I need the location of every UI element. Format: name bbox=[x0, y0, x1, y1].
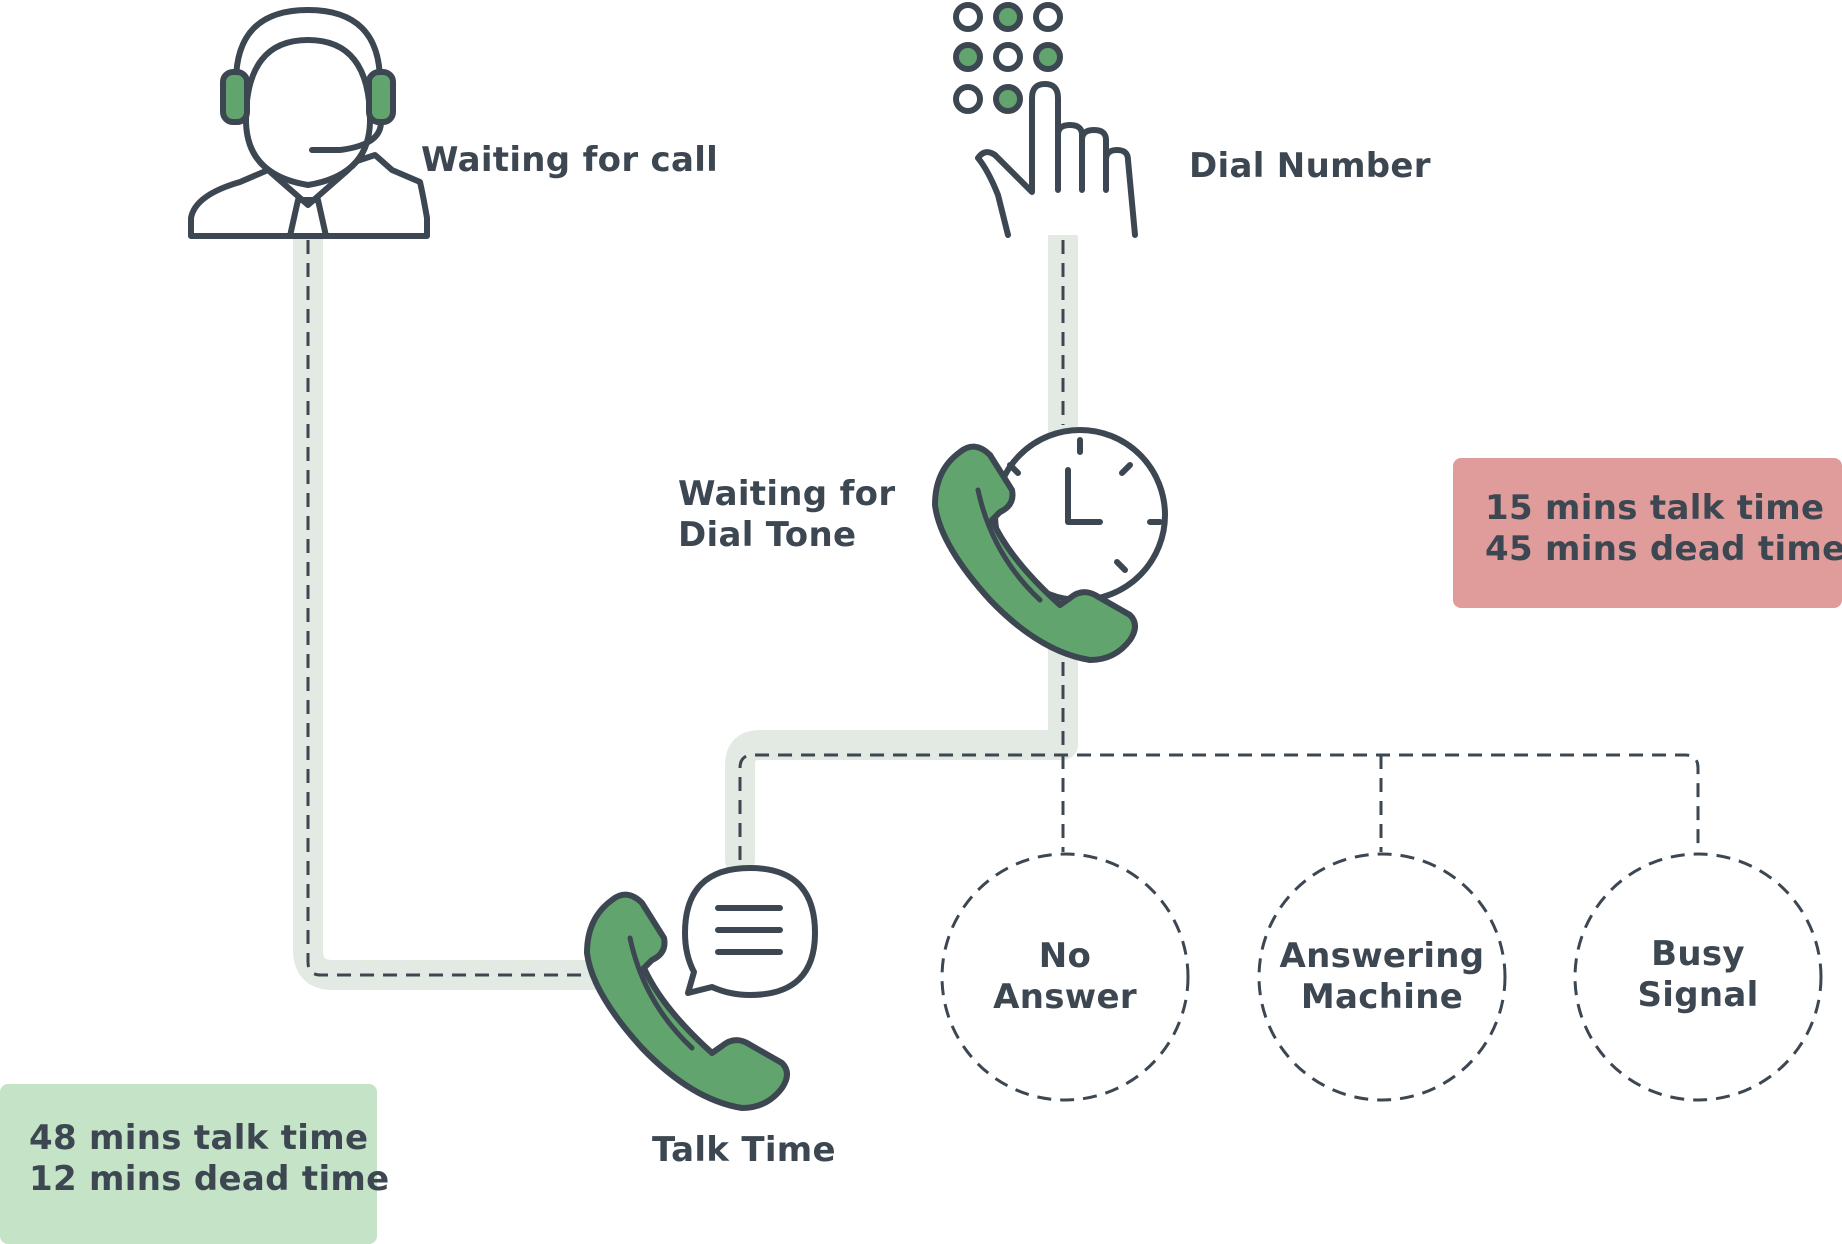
dialer-dead-time: 12 mins dead time bbox=[29, 1159, 390, 1199]
phone-clock-icon bbox=[932, 427, 1168, 663]
outcome-circle-answering-machine bbox=[1257, 852, 1507, 1102]
label-waiting-for-dial-tone-line2: Dial Tone bbox=[678, 515, 857, 555]
track-agent-to-talk bbox=[293, 223, 615, 990]
summary-box-manual: 15 mins talk time 45 mins dead time bbox=[1453, 458, 1842, 608]
keypad-hand-icon bbox=[953, 2, 1138, 238]
outcome-busy-signal-line1: Busy bbox=[1651, 934, 1745, 974]
outcome-circle-busy-signal bbox=[1573, 852, 1823, 1102]
outcome-answering-machine-line2: Machine bbox=[1300, 977, 1464, 1017]
label-talk-time: Talk Time bbox=[652, 1130, 836, 1170]
dashed-connectors bbox=[306, 240, 1823, 1102]
label-waiting-for-call: Waiting for call bbox=[421, 140, 719, 180]
summary-box-dialer: 48 mins talk time 12 mins dead time bbox=[0, 1084, 389, 1244]
label-dial-number: Dial Number bbox=[1189, 146, 1431, 186]
outcome-no-answer-line1: No bbox=[1038, 936, 1092, 976]
dialer-talk-time: 48 mins talk time bbox=[29, 1118, 369, 1158]
dash-agent-to-talk bbox=[306, 240, 600, 977]
path-tracks bbox=[293, 223, 1078, 990]
outcome-answering-machine-line1: Answering bbox=[1279, 936, 1485, 976]
dash-branch-bar bbox=[738, 753, 1700, 860]
call-center-agent-icon bbox=[188, 7, 430, 239]
phone-chat-icon bbox=[584, 865, 818, 1111]
outcome-no-answer-line2: Answer bbox=[993, 977, 1137, 1017]
manual-talk-time: 15 mins talk time bbox=[1485, 488, 1825, 528]
outcome-circle-no-answer bbox=[940, 852, 1190, 1102]
outcome-busy-signal-line2: Signal bbox=[1637, 975, 1759, 1015]
manual-dead-time: 45 mins dead time bbox=[1485, 529, 1842, 569]
label-waiting-for-dial-tone-line1: Waiting for bbox=[678, 474, 896, 514]
